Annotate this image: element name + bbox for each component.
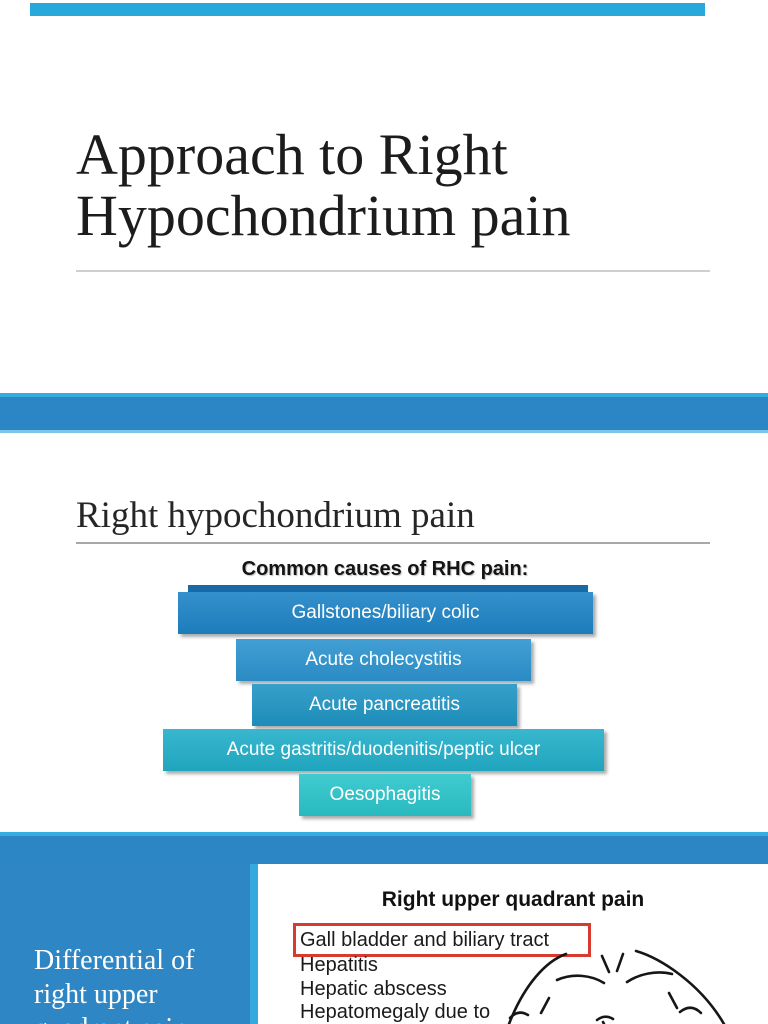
divider-bottom-stripe [0, 430, 768, 433]
sidebar-title-line-2: right upper [34, 979, 158, 1011]
sidebar-title-line-3: quadrant pain [34, 1012, 244, 1024]
slide3-sidebar-panel [0, 864, 250, 1024]
deck-title: Approach to Right Hypochondrium pain [76, 124, 676, 247]
title-underline-rule [76, 270, 710, 272]
slide-heading-rhc: Right hypochondrium pain [76, 495, 475, 536]
torso-line-drawing [507, 949, 726, 1024]
list-item: Hepatitis [300, 954, 378, 976]
funnel-bar-gallstones: Gallstones/biliary colic [178, 592, 593, 634]
slide3-heading: Right upper quadrant pain [381, 888, 645, 911]
slide-divider-band-2 [0, 832, 768, 864]
highlight-red-box: Gall bladder and biliary tract [293, 923, 591, 957]
deck-title-line-2: Hypochondrium pain [76, 183, 571, 249]
divider2-body [0, 836, 768, 864]
slide3-sidebar-title: Differential of right upper quadrant pai… [34, 944, 244, 1024]
divider-top-stripe [0, 393, 768, 397]
funnel-bar-top-face [188, 585, 588, 594]
slide-top-accent-bar [30, 3, 705, 16]
funnel-bar-gastritis: Acute gastritis/duodenitis/peptic ulcer [163, 729, 604, 771]
divider2-top-stripe [0, 832, 768, 836]
funnel-title: Common causes of RHC pain: [241, 558, 529, 580]
highlighted-item-label: Gall bladder and biliary tract [300, 928, 550, 951]
funnel-bar-oesophagitis: Oesophagitis [299, 774, 471, 816]
list-item: Hepatic abscess [300, 977, 447, 1000]
deck-title-line-1: Approach to Right [76, 122, 508, 187]
slide-divider-band [0, 393, 768, 433]
divider-body [0, 397, 768, 430]
list-item: Hepatomegaly due to [300, 1001, 491, 1023]
rhc-heading-underline-rule [76, 542, 710, 544]
funnel-bar-cholecystitis: Acute cholecystitis [236, 639, 531, 681]
funnel-bar-pancreatitis: Acute pancreatitis [252, 684, 517, 726]
slide3-differential-list: Hepatitis Hepatic abscess Hepatomegaly d… [300, 954, 560, 1024]
sidebar-title-line-1: Differential of [34, 945, 195, 976]
slide3-sidebar-accent-strip [250, 864, 258, 1024]
